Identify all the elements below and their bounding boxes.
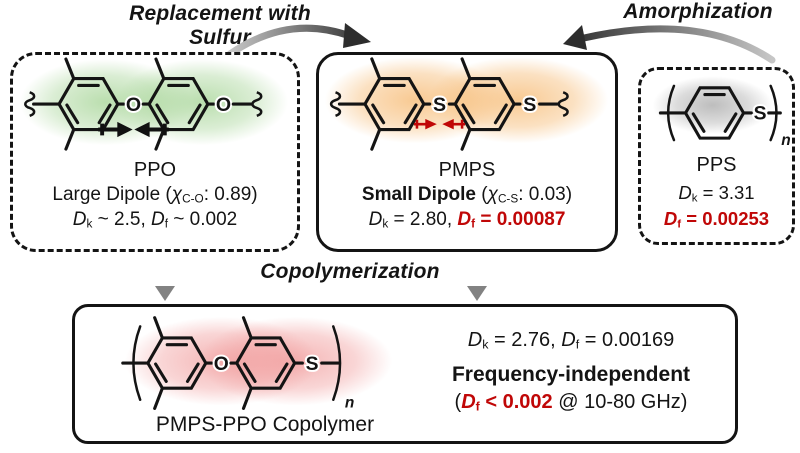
left-bracket (132, 325, 142, 402)
dk-value: = 2.76, (488, 329, 562, 351)
df-symbol: D (457, 209, 472, 231)
down-arrow-right (467, 256, 487, 301)
dipole-size-text: Small Dipole (361, 184, 476, 205)
chi-subscript: C-O (182, 192, 204, 206)
df-highlight: Df = 0.00087 (457, 209, 566, 231)
methyl-groups (153, 316, 164, 410)
sulfur-atom: S (433, 94, 446, 116)
frequency-range: @ 10-80 GHz) (552, 391, 688, 414)
amorphization-arrowhead (563, 25, 587, 50)
left-bracket (666, 84, 676, 142)
sulfur-atom: S (754, 103, 767, 125)
df-symbol: D (663, 207, 678, 229)
df-value: ~ 0.002 (168, 209, 238, 231)
dk-symbol: D (72, 209, 87, 231)
right-bracket (332, 325, 342, 402)
pps-title: PPS (696, 154, 737, 176)
df-value: = 0.00253 (681, 207, 770, 229)
frequency-detail-line: (Df < 0.002 @ 10-80 GHz) (415, 389, 727, 415)
dk-subscript: k (482, 337, 489, 352)
paren: ( (454, 391, 462, 414)
df-value: = 0.00087 (475, 209, 566, 231)
oxygen-atom: O (216, 94, 231, 116)
replacement-arrowhead (343, 23, 371, 48)
small-opposing-dipole-arrows (414, 118, 466, 130)
dk-symbol: D (467, 329, 483, 351)
chi-subscript: C-S (497, 192, 519, 206)
pmps-dipole-line: Small Dipole (χC-S: 0.03) (362, 182, 572, 207)
down-arrow-left (155, 256, 175, 301)
oxygen-atom: O (214, 354, 229, 375)
methyl-groups (64, 57, 76, 151)
df-threshold-value: < 0.002 (479, 391, 553, 414)
copolymer-panel: O S n PMPS-PPO Copolymer Dk = 2.76, Df =… (72, 304, 738, 444)
df-subscript: f (164, 217, 169, 231)
amorphization-label: Amorphization (623, 0, 773, 23)
df-value: = 0.00169 (579, 329, 675, 351)
dk-symbol: D (368, 209, 383, 231)
ppo-structure: O O (19, 57, 289, 151)
replacement-with-sulfur-label: Replacement with Sulfur (129, 2, 311, 49)
oxygen-atom: O (126, 94, 141, 116)
dk-value: = 3.31 (697, 182, 755, 203)
pps-df-line: Df = 0.00253 (664, 207, 769, 233)
methyl-groups (241, 316, 253, 410)
df-subscript: f (475, 399, 480, 414)
paren: ( (475, 184, 488, 205)
chi-value: : 0.03) (518, 184, 573, 205)
sulfur-atom: S (306, 354, 319, 375)
frequency-independent-label: Frequency-independent (451, 363, 691, 387)
opposing-dipole-arrows (98, 121, 169, 138)
methyl-groups (154, 57, 166, 151)
paren: ( (160, 184, 172, 205)
methyl-groups (370, 57, 382, 151)
ppo-dk-df-line: Dk ~ 2.5, Df ~ 0.002 (73, 207, 237, 232)
dk-value: ~ 2.5, (92, 209, 152, 231)
pmps-glow (427, 56, 609, 144)
pps-structure: S n (652, 76, 790, 149)
methyl-groups (460, 57, 472, 151)
dk-subscript: k (691, 192, 698, 205)
repeat-subscript-n: n (781, 132, 790, 149)
dk-subscript: k (382, 217, 389, 231)
chi-symbol: χ (171, 184, 183, 205)
repeat-subscript-n: n (345, 394, 354, 411)
df-symbol: D (151, 209, 165, 231)
ppo-panel: O O PPO Large Dipole (χC-O: 0.89) Dk ~ 2… (10, 52, 300, 252)
pps-panel: S n PPS Dk = 3.31 Df = 0.00253 (638, 67, 795, 245)
pmps-title: PMPS (438, 159, 496, 181)
copolymer-properties: Dk = 2.76, Df = 0.00169 Frequency-indepe… (415, 327, 727, 416)
df-symbol: D (461, 391, 476, 414)
df-symbol: D (561, 329, 576, 351)
df-subscript: f (677, 218, 682, 231)
copolymer-name-label: PMPS-PPO Copolymer (155, 413, 375, 436)
ppo-dipole-line: Large Dipole (χC-O: 0.89) (52, 182, 257, 207)
pps-glow (652, 76, 773, 135)
sulfur-atom: S (523, 94, 536, 116)
df-subscript: f (471, 217, 476, 231)
pmps-panel: S S PMPS Small Dipole (χC-S: 0.03) Dk = … (316, 52, 618, 252)
copolymer-dk-df-line: Dk = 2.76, Df = 0.00169 (415, 327, 727, 353)
chi-value: : 0.89) (203, 184, 258, 205)
dk-value: = 2.80, (388, 209, 458, 231)
copolymerization-label: Copolymerization (260, 260, 440, 283)
copolymer-structure: O S n (121, 316, 393, 411)
ppo-title: PPO (133, 159, 177, 181)
dipole-size-text: Large Dipole (52, 184, 161, 205)
df-subscript: f (575, 337, 580, 352)
df-threshold-highlight: Df < 0.002 (461, 391, 553, 414)
pmps-dk-df-line: Dk = 2.80, Df = 0.00087 (369, 207, 566, 232)
right-bracket (769, 84, 778, 142)
dk-symbol: D (678, 182, 692, 203)
pps-dk-line: Dk = 3.31 (678, 181, 754, 207)
chi-symbol: χ (487, 184, 498, 205)
pmps-structure: S S (324, 56, 609, 151)
dk-subscript: k (86, 217, 93, 231)
